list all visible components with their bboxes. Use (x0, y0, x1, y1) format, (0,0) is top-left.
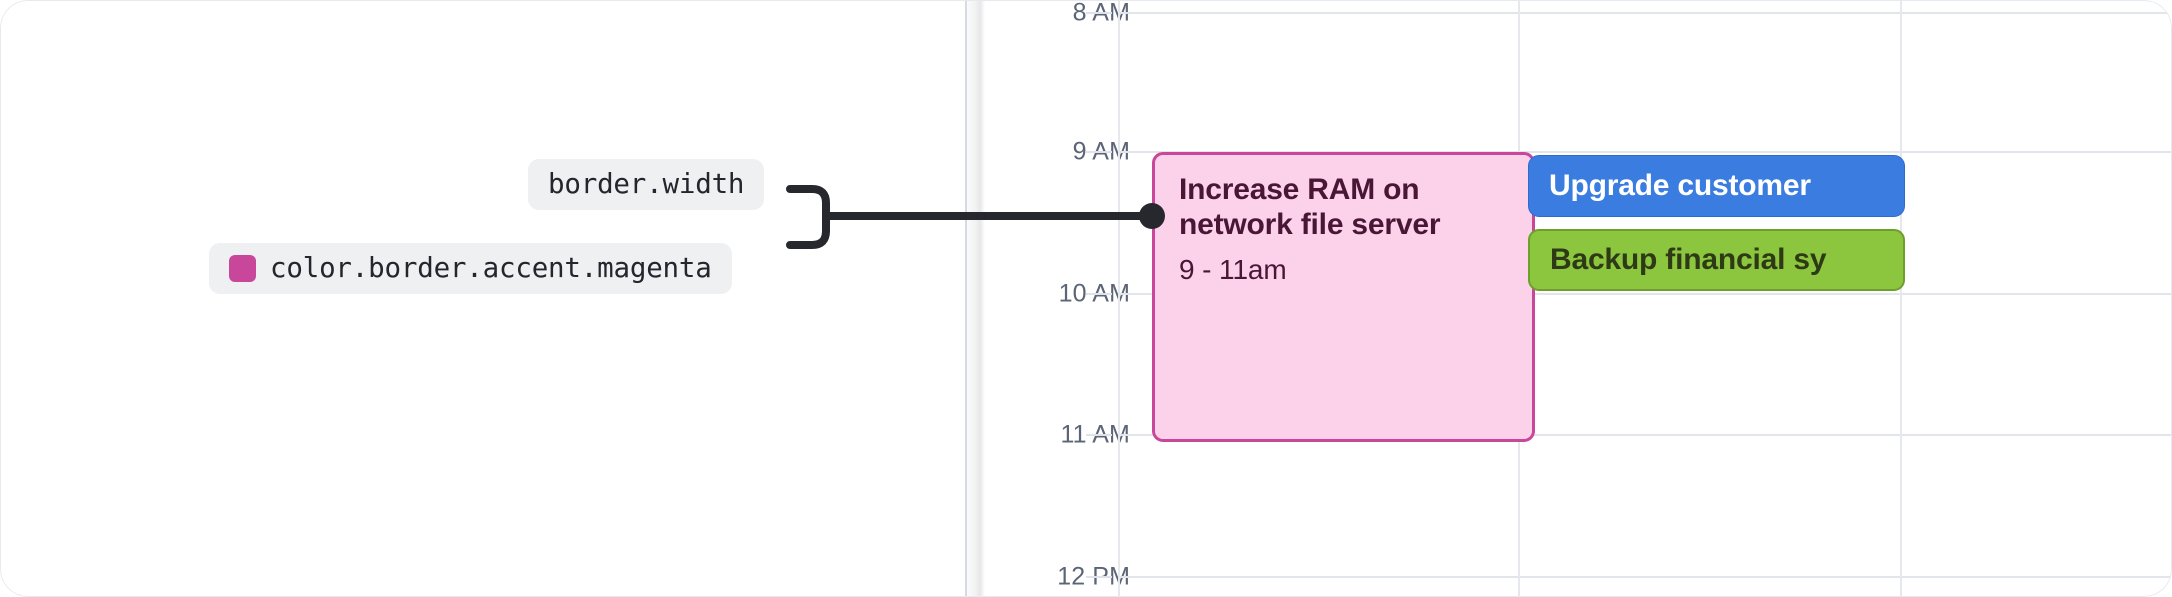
event-title: Backup financial sy (1550, 242, 1827, 276)
hour-gridline (1118, 576, 2172, 578)
hour-label-8am: 8 AM (1072, 0, 1130, 27)
token-chip-color-border-accent-magenta[interactable]: color.border.accent.magenta (209, 243, 732, 294)
design-token-panel (0, 0, 966, 597)
hour-tick (1086, 576, 1112, 578)
hour-gridline (1118, 293, 2172, 295)
hour-tick (1086, 12, 1112, 14)
event-title: Increase RAM on network file server (1179, 173, 1441, 241)
hour-tick (1086, 293, 1112, 295)
column-gridline (1900, 0, 1902, 597)
calendar-event-upgrade-customer[interactable]: Upgrade customer (1528, 155, 1905, 217)
hour-gridline (1118, 434, 2172, 436)
column-gridline (1118, 0, 1120, 597)
event-title: Upgrade customer (1549, 168, 1811, 202)
token-chip-border-width[interactable]: border.width (528, 159, 765, 210)
calendar-day-grid: 8 AM 9 AM 10 AM 11 AM 12 PM (966, 0, 2172, 597)
panel-divider-shadow (963, 0, 985, 597)
panel-divider-line (965, 0, 967, 597)
hour-gridline (1118, 151, 2172, 153)
hour-tick (1086, 434, 1112, 436)
hour-tick (1086, 151, 1112, 153)
calendar-event-increase-ram[interactable]: Increase RAM on network file server 9 - … (1152, 152, 1535, 442)
event-time: 9 - 11am (1179, 253, 1287, 285)
color-swatch-icon (229, 254, 256, 282)
token-chip-label: border.width (548, 168, 745, 200)
hour-gridline (1118, 12, 2172, 14)
token-chip-label: color.border.accent.magenta (270, 252, 712, 284)
calendar-event-backup-financial[interactable]: Backup financial sy (1528, 229, 1905, 291)
